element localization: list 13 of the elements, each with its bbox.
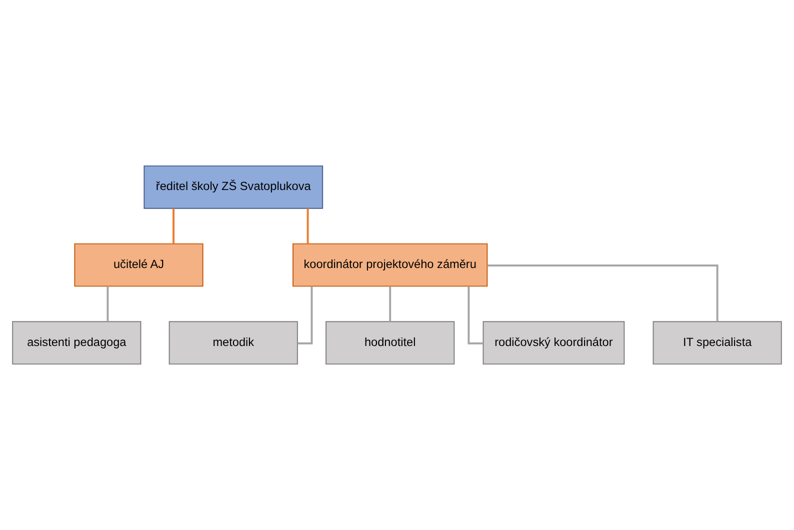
connector bbox=[172, 208, 174, 244]
node-box: hodnotitel bbox=[326, 321, 455, 365]
connector bbox=[106, 286, 109, 322]
connector bbox=[487, 264, 718, 322]
node-box: asistenti pedagoga bbox=[12, 321, 142, 365]
node-box: rodičovský koordinátor bbox=[482, 321, 625, 365]
node-box: koordinátor projektového záměru bbox=[292, 243, 488, 287]
node-box: IT specialista bbox=[652, 321, 782, 365]
node-box: učitelé AJ bbox=[74, 243, 204, 287]
node-box: metodik bbox=[168, 321, 298, 365]
connector bbox=[306, 208, 309, 244]
node-box: ředitel školy ZŠ Svatoplukova bbox=[144, 165, 324, 209]
connector bbox=[389, 286, 392, 322]
